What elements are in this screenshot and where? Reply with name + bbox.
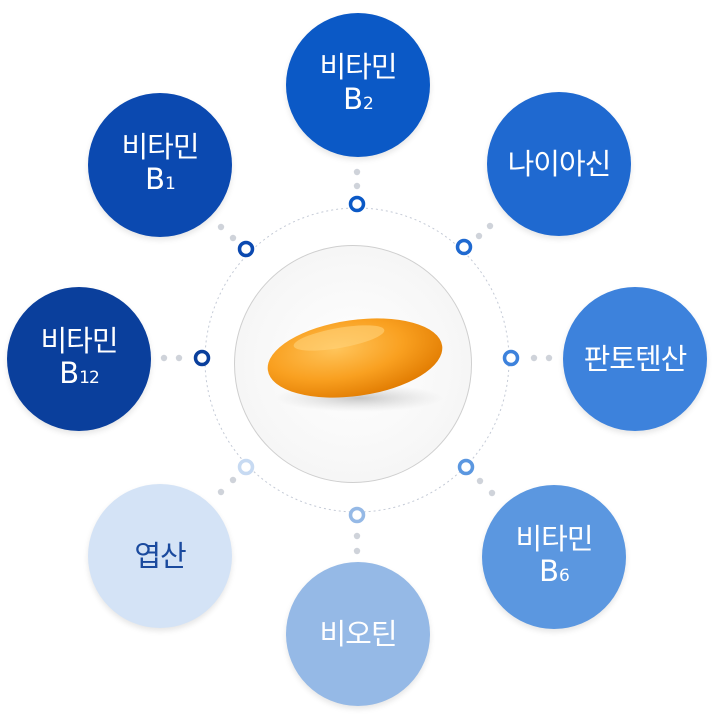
connector-dot <box>353 547 361 555</box>
node-vitamin-b2: 비타민 B2 <box>286 13 430 157</box>
connector-dot <box>475 232 483 240</box>
connector-dot <box>476 477 484 485</box>
connector-dot <box>545 354 553 362</box>
node-label: 나이아신 <box>507 146 612 181</box>
connector-dot <box>175 354 183 362</box>
connector-dot <box>486 222 494 230</box>
pill-highlight <box>293 325 385 351</box>
orbit-marker-niacin <box>455 238 473 256</box>
pill-image <box>267 318 443 412</box>
orbit-marker-pantothenic-acid <box>502 349 520 367</box>
node-label: 비타민 <box>319 49 397 84</box>
node-vitamin-b1: 비타민 B1 <box>88 93 232 237</box>
connector-dot <box>217 223 225 231</box>
node-folic-acid: 엽산 <box>88 484 232 628</box>
node-biotin: 비오틴 <box>286 562 430 706</box>
node-label-letter: B1 <box>145 161 176 196</box>
connector-dot <box>160 354 168 362</box>
node-label-letter: B6 <box>539 553 570 588</box>
connector-dot <box>353 168 361 176</box>
orbit-marker-vitamin-b1 <box>237 240 255 258</box>
node-vitamin-b12: 비타민 B12 <box>7 287 151 431</box>
node-niacin: 나이아신 <box>487 92 631 236</box>
orbit-marker-vitamin-b12 <box>193 349 211 367</box>
orbit-marker-vitamin-b6 <box>457 458 475 476</box>
center-circle <box>234 245 472 483</box>
node-label: 엽산 <box>134 538 186 573</box>
node-label: 판토텐산 <box>583 341 688 376</box>
connector-dot <box>488 489 496 497</box>
node-label: 비타민 <box>40 323 118 358</box>
connector-dot <box>217 488 225 496</box>
node-label: 비타민 <box>515 521 593 556</box>
node-label-letter: B12 <box>59 355 100 390</box>
connector-dot <box>229 476 237 484</box>
connector-dot <box>353 182 361 190</box>
connector-dot <box>530 354 538 362</box>
connector-dot <box>353 532 361 540</box>
node-label-letter: B2 <box>343 81 374 116</box>
connector-dot <box>229 234 237 242</box>
node-label: 비타민 <box>121 129 199 164</box>
node-pantothenic-acid: 판토텐산 <box>563 287 707 431</box>
node-vitamin-b6: 비타민 B6 <box>482 485 626 629</box>
orbit-marker-biotin <box>348 506 366 524</box>
node-label: 비오틴 <box>319 616 397 651</box>
connectors <box>160 168 553 555</box>
orbit-marker-folic-acid <box>237 458 255 476</box>
orbit-marker-vitamin-b2 <box>348 195 366 213</box>
